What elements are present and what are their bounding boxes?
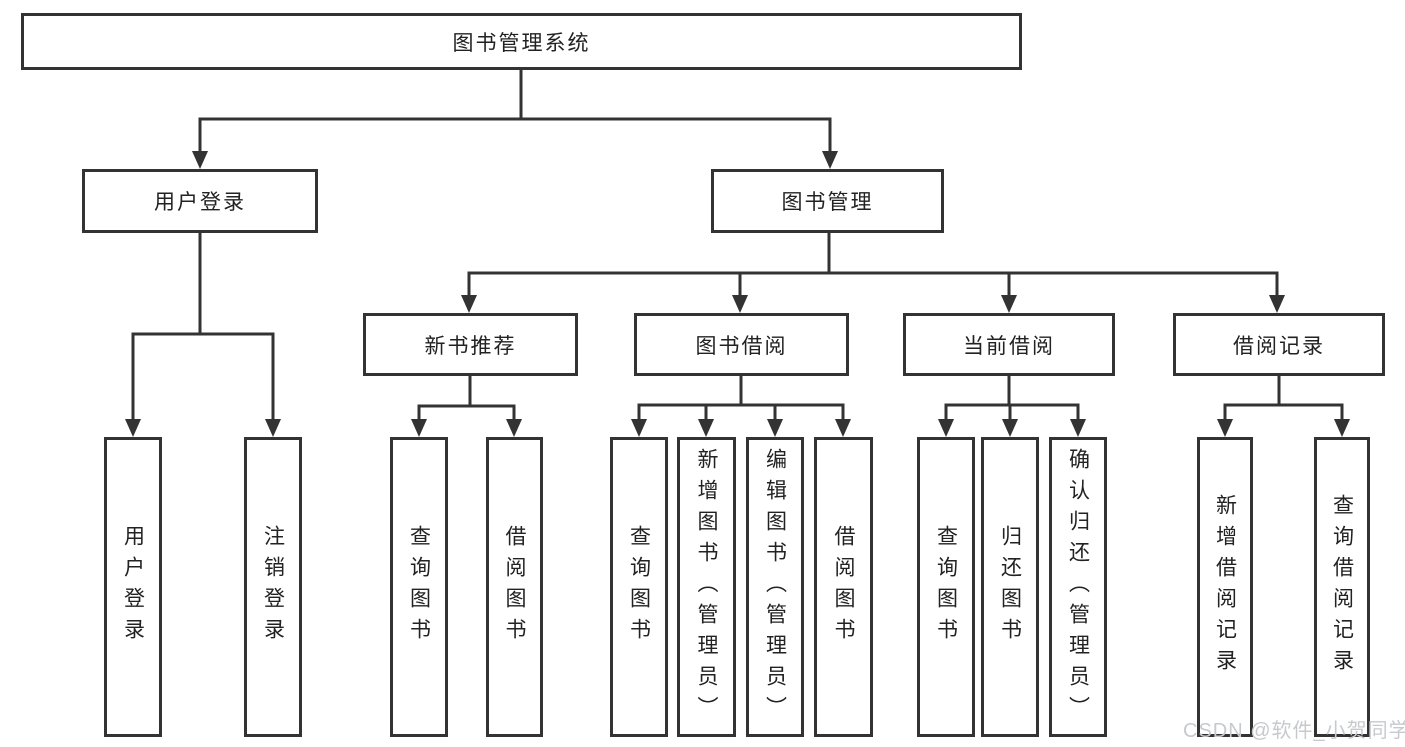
node-label-rec-query-books: 查询图书 <box>407 525 431 649</box>
node-label-login-leaf: 用户登录 <box>121 525 145 649</box>
node-current-borrow: 当前借阅 <box>903 313 1115 376</box>
arrowhead-icon <box>631 419 647 437</box>
node-cb-confirm-return: 确认归还（管理员） <box>1049 437 1107 737</box>
node-rec-borrow-books: 借阅图书 <box>486 437 543 737</box>
arrowhead-icon <box>1070 419 1086 437</box>
arrowhead-icon <box>506 419 522 437</box>
node-label-current-borrow: 当前借阅 <box>963 334 1055 358</box>
node-logout-leaf: 注销登录 <box>244 437 302 737</box>
node-label-cb-query-books: 查询图书 <box>934 525 958 649</box>
node-br-add-record: 新增借阅记录 <box>1197 437 1253 737</box>
node-label-bb-edit-books: 编辑图书（管理员） <box>763 447 787 727</box>
node-book-mgmt: 图书管理 <box>711 169 944 233</box>
node-label-rec-borrow-books: 借阅图书 <box>503 525 526 649</box>
arrowhead-icon <box>1002 419 1018 437</box>
watermark-text: CSDN @软件_小贺同学 <box>1183 720 1405 742</box>
arrowhead-icon <box>1269 295 1285 313</box>
node-label-logout-leaf: 注销登录 <box>261 525 285 649</box>
node-rec-query-books: 查询图书 <box>390 437 448 737</box>
node-label-bb-query-books: 查询图书 <box>627 525 651 649</box>
arrowhead-icon <box>411 419 427 437</box>
node-bb-add-books: 新增图书（管理员） <box>677 437 736 737</box>
node-login-leaf: 用户登录 <box>104 437 162 737</box>
node-label-bb-borrow-books: 借阅图书 <box>832 525 855 649</box>
node-label-borrow-records: 借阅记录 <box>1233 334 1325 358</box>
arrowhead-icon <box>698 419 714 437</box>
node-root: 图书管理系统 <box>21 13 1022 70</box>
arrowhead-icon <box>1334 419 1350 437</box>
node-label-br-query-record: 查询借阅记录 <box>1330 494 1354 680</box>
node-bb-borrow-books: 借阅图书 <box>814 437 873 737</box>
arrowhead-icon <box>822 151 838 169</box>
node-borrow-records: 借阅记录 <box>1173 313 1385 376</box>
node-book-borrow: 图书借阅 <box>634 313 849 376</box>
arrowhead-icon <box>461 295 477 313</box>
node-br-query-record: 查询借阅记录 <box>1314 437 1370 737</box>
arrowhead-icon <box>1001 295 1017 313</box>
node-label-new-book-rec: 新书推荐 <box>424 334 517 358</box>
node-label-bb-add-books: 新增图书（管理员） <box>695 447 718 727</box>
arrowhead-icon <box>192 151 208 169</box>
node-label-root: 图书管理系统 <box>452 31 591 55</box>
arrowhead-icon <box>125 419 141 437</box>
arrowhead-icon <box>767 419 783 437</box>
arrowhead-icon <box>835 419 851 437</box>
node-cb-query-books: 查询图书 <box>917 437 975 737</box>
arrowhead-icon <box>732 295 748 313</box>
node-label-cb-confirm-return: 确认归还（管理员） <box>1066 447 1090 727</box>
arrowhead-icon <box>265 419 281 437</box>
arrowhead-icon <box>1217 419 1233 437</box>
node-label-cb-return-books: 归还图书 <box>998 525 1022 649</box>
node-label-book-borrow: 图书借阅 <box>695 334 788 358</box>
node-new-book-rec: 新书推荐 <box>363 313 578 376</box>
node-cb-return-books: 归还图书 <box>981 437 1039 737</box>
node-bb-edit-books: 编辑图书（管理员） <box>746 437 804 737</box>
arrowhead-icon <box>938 419 954 437</box>
node-label-user-login: 用户登录 <box>154 191 246 214</box>
node-label-book-mgmt: 图书管理 <box>781 191 874 214</box>
node-user-login: 用户登录 <box>82 169 318 233</box>
node-label-br-add-record: 新增借阅记录 <box>1213 494 1237 680</box>
node-bb-query-books: 查询图书 <box>610 437 668 737</box>
